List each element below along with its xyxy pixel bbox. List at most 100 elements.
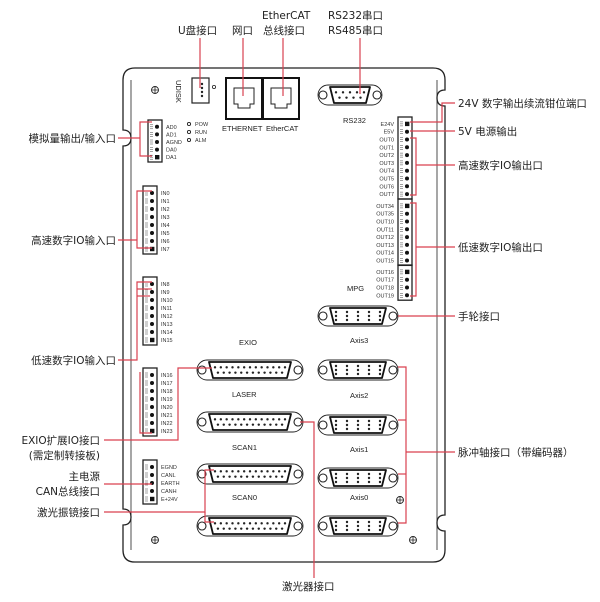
connector-flange [317, 359, 399, 381]
terminal-pin [150, 428, 155, 434]
terminal-label: E+24V [161, 497, 178, 503]
terminal-screw [150, 124, 153, 130]
terminal-label: IN10 [161, 298, 173, 304]
terminal-label: DA0 [166, 148, 177, 154]
axis3-connector [317, 359, 399, 381]
terminal-screw [145, 214, 148, 220]
terminal-screw [145, 337, 148, 343]
connector-pin [216, 371, 220, 374]
callout-serial-1: RS232串口 [328, 10, 383, 22]
connector-pin [242, 522, 246, 525]
terminal-pin [155, 140, 159, 144]
connector-pin [228, 371, 231, 374]
terminal-label: IN19 [161, 397, 173, 403]
connector-pin [367, 423, 371, 427]
callout-ethercat-1: EtherCAT [262, 10, 311, 22]
udisk-pin [200, 86, 204, 90]
connector-pin [334, 480, 338, 484]
rs232-connector [317, 84, 383, 106]
connector-pin [367, 368, 371, 372]
connector-pin [280, 475, 284, 478]
terminal-screw [145, 329, 148, 335]
terminal-block-frame [142, 276, 158, 346]
connector-pin [378, 476, 382, 480]
connector-pin [263, 527, 266, 530]
terminal-screw [145, 238, 148, 244]
scan1-label: SCAN1 [232, 443, 257, 452]
terminal-screw [145, 388, 148, 394]
terminal-screw [145, 297, 148, 303]
callout-line [118, 281, 152, 361]
callout-low-speed-input: 低速数字IO输入口 [31, 354, 116, 367]
terminal-screw [145, 230, 148, 236]
terminal-pin [150, 405, 154, 409]
connector-pin [219, 418, 223, 421]
connector-pin [219, 522, 223, 525]
terminal-pin [405, 211, 409, 216]
terminal-label: OUT35 [376, 212, 394, 218]
connector-pin [225, 366, 228, 369]
terminal-screw [145, 488, 148, 494]
connector-pin [269, 371, 272, 374]
terminal-screw [150, 139, 153, 145]
terminal-label: IN18 [161, 389, 173, 395]
scan0-connector [196, 463, 304, 485]
connector-pin [263, 371, 266, 374]
connector-pin [234, 423, 237, 426]
terminal-label: OUT34 [376, 204, 394, 210]
connector-pin [280, 371, 284, 374]
connector-pin [334, 520, 338, 524]
callout-network: 网口 [232, 25, 253, 37]
connector-pin [356, 520, 360, 524]
terminal-screw [400, 242, 403, 248]
led-alm-label: ALM [195, 138, 207, 144]
connector-pin [345, 423, 349, 427]
connector-pin [378, 368, 382, 372]
terminal-pin [405, 121, 410, 127]
terminal-screw [145, 496, 148, 502]
connector-pin [254, 522, 258, 525]
connector-pin [356, 368, 360, 372]
terminal-screw [400, 203, 403, 209]
connector-pin [254, 418, 258, 421]
connector-pin [213, 470, 217, 473]
terminal-screw [400, 129, 403, 134]
terminal-pin [150, 191, 154, 195]
connector-pin [257, 371, 260, 374]
connector-pin [228, 527, 231, 530]
connector-pin [254, 470, 258, 473]
terminal-screw [145, 321, 148, 327]
terminal-screw [150, 154, 153, 160]
terminal-label: E5V [384, 130, 395, 136]
connector-pin [345, 476, 349, 480]
terminal-label: IN13 [161, 322, 173, 328]
callout-exio-1: EXIO扩展IO接口 [21, 434, 100, 447]
terminal-pin [150, 282, 154, 286]
screw-icon [318, 90, 328, 100]
status-led-icon [186, 129, 192, 135]
connector-pin [275, 527, 278, 530]
terminal-label: IN8 [161, 282, 170, 288]
connector-pin [334, 310, 338, 314]
screw-icon [293, 365, 303, 375]
screw-icon [388, 365, 398, 375]
connector-pin [345, 96, 348, 99]
connector-pin [269, 475, 272, 478]
connector-pin [234, 371, 237, 374]
connector-pin [356, 423, 360, 427]
connector-pin [260, 470, 263, 473]
terminal-label: IN17 [161, 381, 173, 387]
connector-flange [196, 515, 304, 537]
terminal-label: OUT10 [376, 220, 394, 226]
callout-line [204, 512, 214, 523]
terminal-pin [150, 381, 154, 385]
galvo-connector [196, 515, 304, 537]
connector-pin [348, 91, 352, 94]
connector-pin [280, 423, 284, 426]
terminal-label: IN1 [161, 199, 170, 205]
terminal-screw [145, 206, 148, 212]
connector-flange [317, 84, 383, 106]
